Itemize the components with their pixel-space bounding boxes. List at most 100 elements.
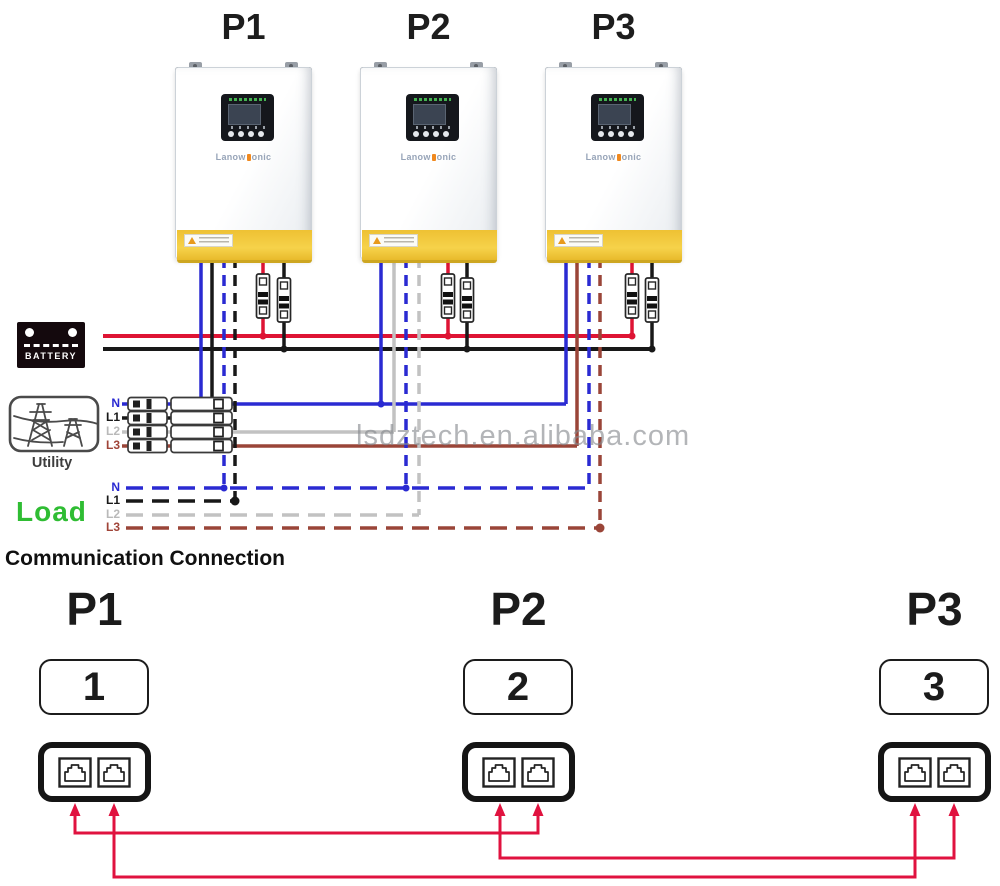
utility-label: Utility	[31, 455, 73, 471]
dc-breaker-icon	[443, 292, 453, 297]
panel-tick-marks	[601, 126, 635, 129]
comm-unit-2-number-box: 2	[463, 659, 573, 715]
utility-line-L1-label: L1	[105, 410, 120, 424]
utility-fuse-icon	[146, 427, 152, 437]
rj45-port-icon	[97, 756, 131, 788]
status-led-row-icon	[229, 98, 266, 101]
junction-dot	[628, 332, 636, 340]
battery-icon: BATTERY	[17, 322, 85, 368]
panel-buttons	[413, 131, 453, 137]
mounting-ear-icon	[285, 62, 298, 71]
utility-fuse-icon	[213, 398, 224, 410]
dc-breaker-icon	[443, 277, 453, 286]
load-line-L3-label: L3	[105, 520, 120, 534]
utility-line-N-label: N	[111, 396, 120, 410]
utility-fuse-icon	[146, 441, 152, 451]
dc-breaker-icon	[279, 281, 289, 290]
panel-buttons	[598, 131, 638, 137]
lcd-screen	[598, 104, 631, 125]
comm-unit-1-label: P1	[66, 583, 123, 635]
junction-dot	[259, 332, 267, 340]
yellow-band	[177, 230, 312, 263]
dc-breaker-icon	[627, 292, 637, 297]
dc-breaker-icon	[462, 281, 472, 290]
brand-dot-icon	[431, 154, 436, 162]
dc-breaker-icon	[279, 296, 289, 301]
junction-dot	[280, 345, 288, 353]
comm-unit-3-number-box: 3	[879, 659, 989, 715]
utility-line-L2-label: L2	[105, 424, 120, 438]
mounting-ear-icon	[189, 62, 202, 71]
mounting-ear-icon	[655, 62, 668, 71]
rj45-port-icon	[58, 756, 92, 788]
junction-dot	[463, 345, 471, 353]
dc-breaker-icon	[647, 303, 657, 309]
comm-arrow-icon	[69, 803, 81, 816]
brand-dot-icon	[616, 154, 621, 162]
rj45-port-icon	[937, 756, 971, 788]
brand-dot-icon	[246, 154, 251, 162]
comm-arrow-icon	[108, 803, 120, 816]
battery-terminal-icon	[25, 328, 34, 337]
junction-dot	[402, 484, 410, 492]
load-line-L2-label: L2	[105, 507, 120, 521]
comm-arrow-icon	[909, 803, 921, 816]
panel-tick-marks	[231, 126, 265, 129]
warning-sticker	[369, 234, 418, 247]
comm-unit-3-label: P3	[906, 583, 963, 635]
load-label: Load	[16, 496, 87, 527]
utility-fuse-icon	[133, 442, 140, 450]
comm-unit-1-number-box: 1	[39, 659, 149, 715]
utility-towers-icon	[8, 394, 100, 459]
utility-fuse-icon	[133, 400, 140, 408]
dc-breaker-icon	[258, 306, 268, 315]
warning-sticker	[554, 234, 603, 247]
load-line-L1-label: L1	[105, 493, 120, 507]
rj45-port-icon	[521, 756, 555, 788]
wire-end-dot	[595, 523, 605, 533]
comm-wire	[498, 810, 956, 860]
comm-arrow-icon	[948, 803, 960, 816]
utility-fuse-icon	[213, 412, 224, 424]
rj45-port-icon	[898, 756, 932, 788]
inverter-display-panel	[591, 94, 644, 141]
dc-breaker-icon	[647, 281, 657, 290]
mounting-ear-icon	[470, 62, 483, 71]
dc-breaker-icon	[258, 299, 268, 305]
battery-dash-line	[24, 344, 78, 347]
battery-label: BATTERY	[25, 351, 77, 361]
dc-breaker-icon	[443, 306, 453, 315]
dc-breaker-icon	[627, 306, 637, 315]
dc-breaker-icon	[647, 310, 657, 319]
warning-triangle-icon	[558, 237, 566, 244]
warning-triangle-icon	[188, 237, 196, 244]
load-line-N-label: N	[111, 480, 120, 494]
dc-breaker-icon	[279, 310, 289, 319]
dc-breaker-icon	[462, 296, 472, 301]
junction-dot	[444, 332, 452, 340]
mounting-ear-icon	[559, 62, 572, 71]
dc-breaker-icon	[258, 292, 268, 297]
battery-terminal-icon	[68, 328, 77, 337]
wire-end-dot	[230, 496, 240, 506]
utility-fuse-icon	[146, 413, 152, 423]
utility-fuse-icon	[213, 426, 224, 438]
yellow-band	[547, 230, 682, 263]
panel-tick-marks	[416, 126, 450, 129]
comm-unit-2-label: P2	[490, 583, 547, 635]
utility-fuse-icon	[133, 414, 140, 422]
sticker-text-lines	[384, 237, 414, 244]
warning-sticker	[184, 234, 233, 247]
watermark-text: lsdztech.en.alibaba.com	[356, 420, 691, 452]
dc-breaker-icon	[462, 303, 472, 309]
comm-arrow-icon	[532, 803, 544, 816]
